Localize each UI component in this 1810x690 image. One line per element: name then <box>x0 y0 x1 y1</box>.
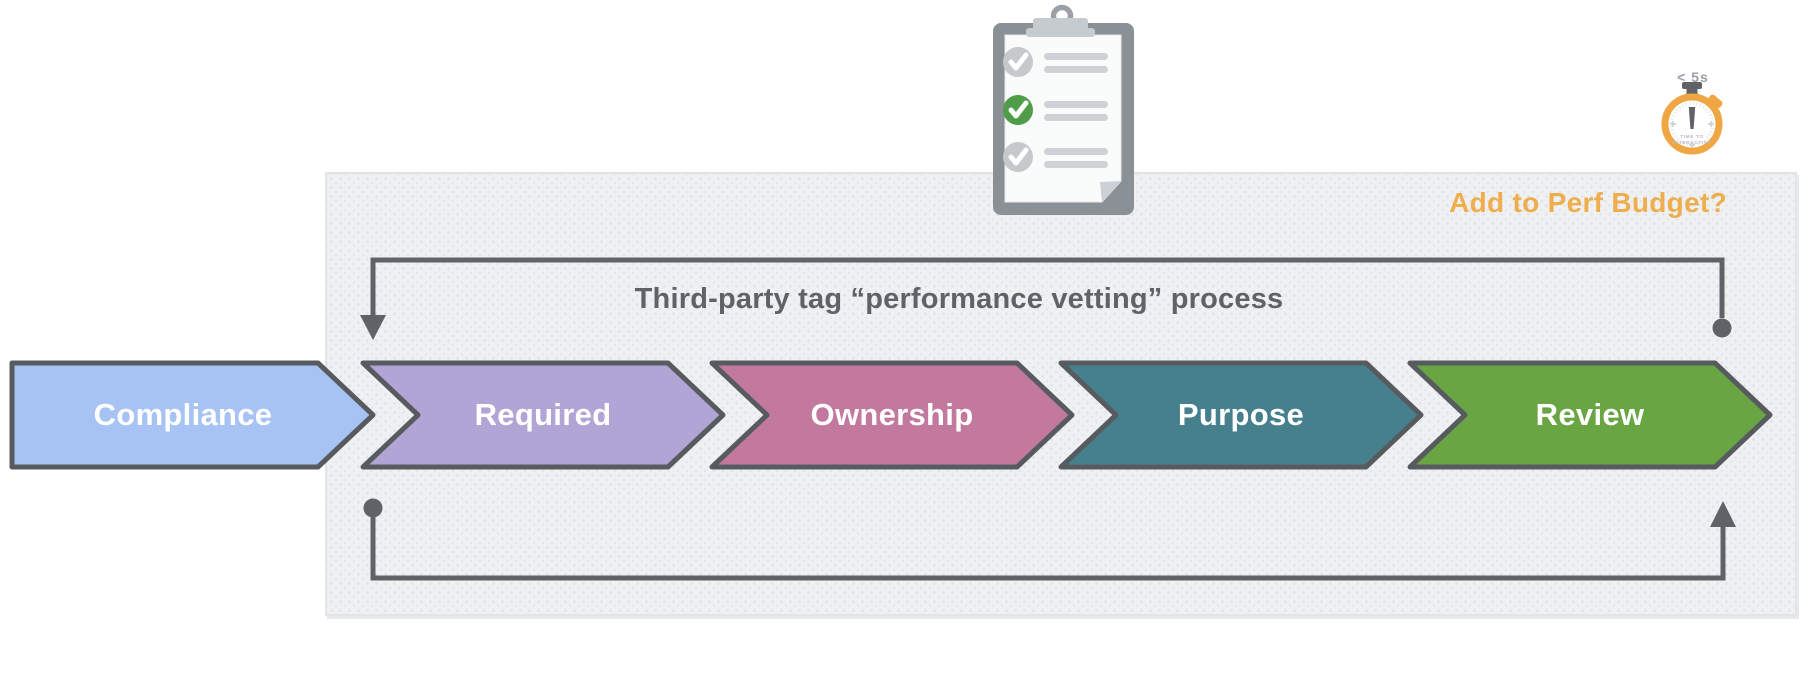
step-chevron-required <box>360 360 726 470</box>
perf-budget-question: Add to Perf Budget? <box>1449 187 1727 218</box>
step-label-ownership: Ownership <box>810 397 974 432</box>
connector-start-dot <box>1712 318 1732 338</box>
step-chevron-compliance <box>9 360 376 470</box>
time-to-interactive-label: < 5s <box>1677 69 1709 85</box>
stopwatch-icon: TIME TO INTERACTIVE <box>1661 82 1723 155</box>
stopwatch-face-text-line1: TIME TO <box>1680 134 1704 140</box>
connector-start-dot <box>363 498 383 518</box>
checkmark-icon <box>1008 147 1029 166</box>
list-line <box>1044 53 1108 60</box>
list-line <box>1044 101 1108 108</box>
stopwatch-button <box>1682 82 1702 89</box>
stopwatch-needle <box>1688 107 1696 129</box>
step-label-review: Review <box>1535 397 1645 432</box>
step-label-compliance: Compliance <box>93 397 273 432</box>
process-title: Third-party tag “performance vetting” pr… <box>634 283 1284 315</box>
clipboard-checklist-icon <box>993 4 1134 215</box>
stopwatch-stem <box>1686 86 1698 99</box>
checkmark-icon <box>1008 100 1029 119</box>
clipboard-clip <box>1033 18 1088 34</box>
list-line <box>1044 148 1108 155</box>
list-line <box>1044 114 1108 121</box>
paper-fold <box>1100 181 1121 202</box>
bottom-connector-line <box>370 516 1726 581</box>
top-feedback-connector <box>360 257 1732 340</box>
checkmark-icon <box>1008 52 1029 71</box>
stopwatch-plus-marks <box>1670 121 1714 148</box>
step-chevron-review <box>1407 360 1773 470</box>
step-chevron-ownership <box>709 360 1075 470</box>
list-line <box>1044 161 1108 168</box>
process-steps <box>9 360 1773 470</box>
list-line <box>1044 66 1108 73</box>
stopwatch-face-text-line2: INTERACTIVE <box>1673 140 1712 146</box>
up-arrowhead-icon <box>1710 501 1736 527</box>
step-chevron-purpose <box>1058 360 1424 470</box>
step-label-required: Required <box>474 397 612 432</box>
bottom-feedback-connector <box>363 498 1736 581</box>
top-connector-line <box>370 257 1725 320</box>
step-label-purpose: Purpose <box>1177 397 1305 432</box>
stopwatch-side-nub <box>1708 94 1723 108</box>
down-arrowhead-icon <box>360 315 386 340</box>
